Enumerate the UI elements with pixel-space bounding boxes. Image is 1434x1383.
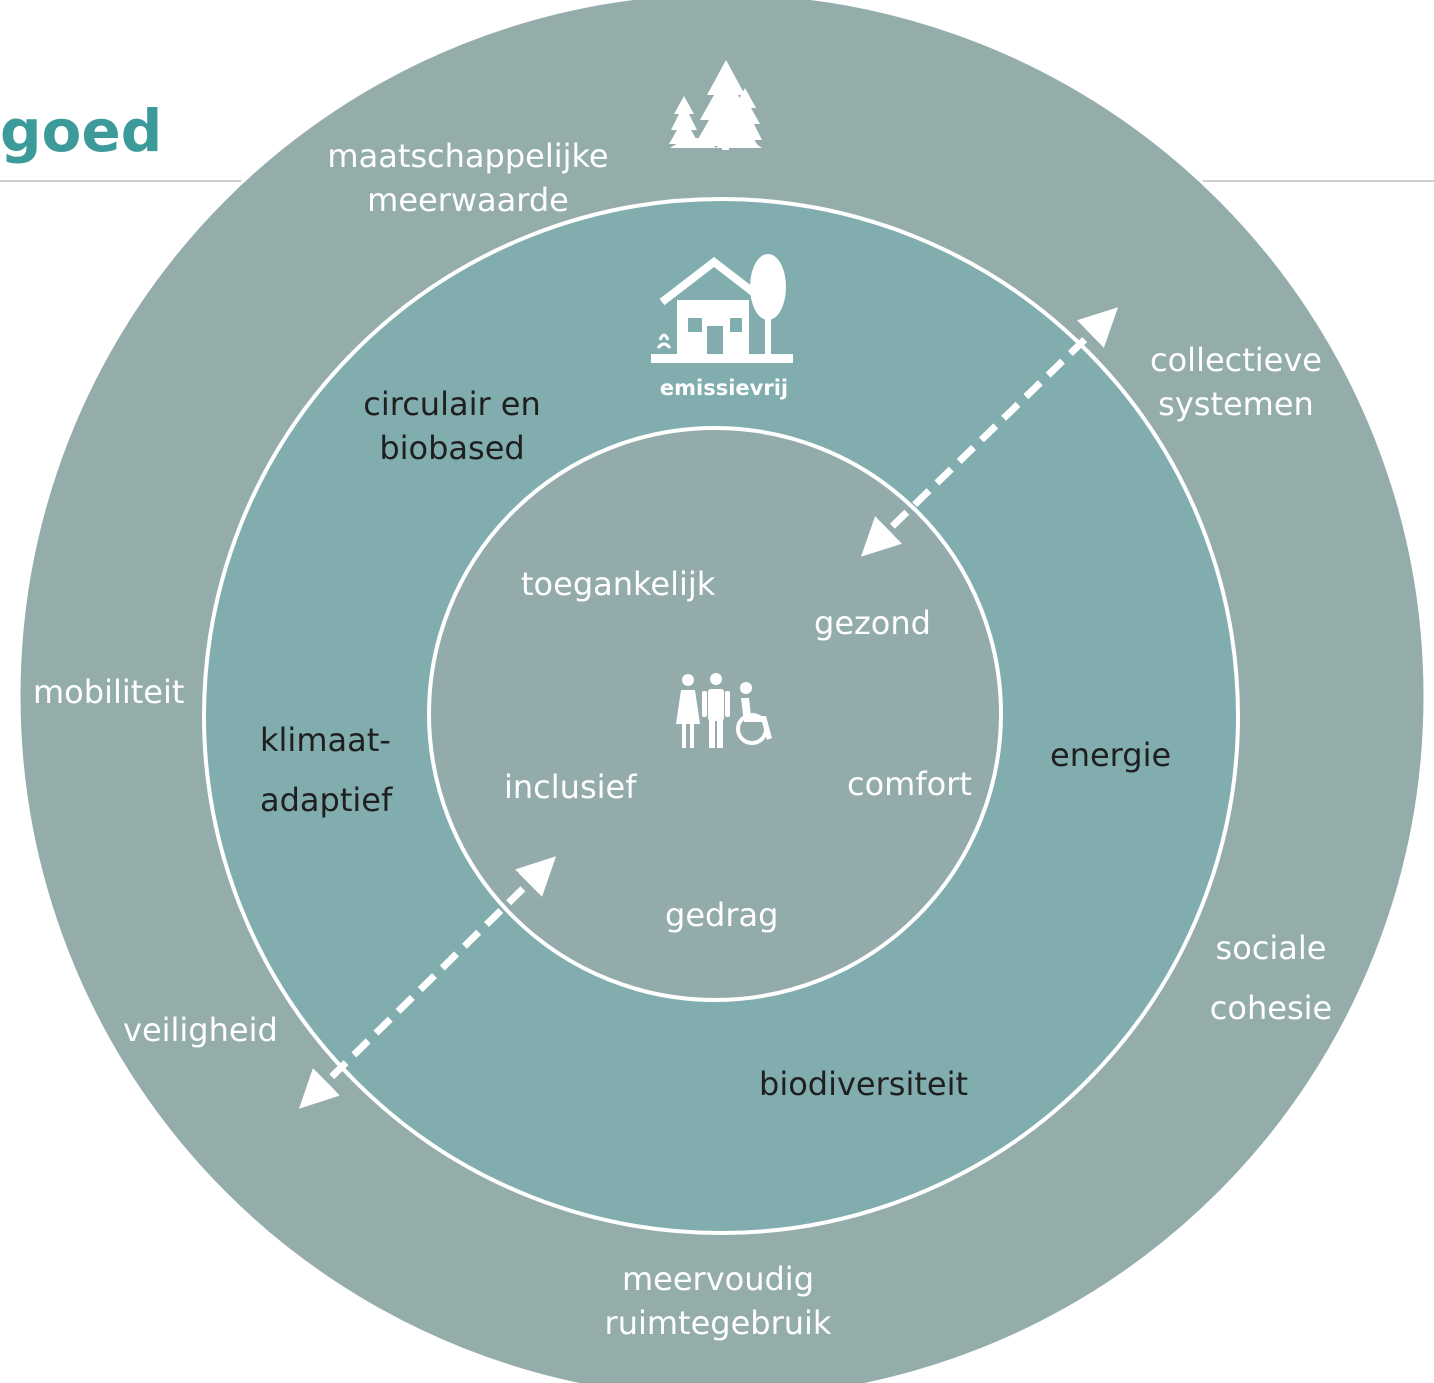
label-line: systemen (1158, 385, 1314, 423)
label-sociale-cohesie: sociale cohesie (1210, 918, 1332, 1038)
label-line: adaptief (260, 781, 393, 819)
label-gezond: gezond (814, 604, 931, 642)
label-klimaat-adaptief: klimaat- adaptief (260, 710, 392, 830)
label-mobiliteit: mobiliteit (33, 673, 185, 711)
label-line: meervoudig (621, 1260, 814, 1298)
label-line: collectieve (1150, 341, 1322, 379)
page-title: goed (0, 97, 163, 165)
label-inclusief: inclusief (504, 768, 637, 806)
label-energie: energie (1050, 736, 1172, 774)
arrow-outer-to-inner (860, 307, 1119, 557)
label-veiligheid: veiligheid (123, 1011, 278, 1049)
arrow-inner-to-outer (299, 856, 556, 1109)
label-comfort: comfort (847, 765, 972, 803)
label-circulair-en-biobased: circulair en biobased (363, 382, 541, 470)
label-toegankelijk: toegankelijk (521, 565, 716, 603)
label-line: cohesie (1209, 989, 1333, 1027)
trees-icon (669, 60, 762, 150)
label-line: sociale (1215, 929, 1327, 967)
label-meervoudig-ruimtegebruik: meervoudig ruimtegebruik (605, 1257, 832, 1345)
people-wheelchair-icon (676, 673, 772, 748)
label-line: klimaat- (260, 721, 391, 759)
label-line: circulair en (363, 385, 541, 423)
label-line: maatschappelijke (327, 137, 609, 175)
label-line: biobased (379, 429, 525, 467)
house-tree-icon (651, 254, 793, 363)
label-gedrag: gedrag (665, 896, 779, 934)
label-maatschappelijke-meerwaarde: maatschappelijke meerwaarde (327, 134, 608, 222)
label-line: meerwaarde (367, 181, 569, 219)
label-collectieve-systemen: collectieve systemen (1150, 338, 1322, 426)
emissievrij-badge: emissievrij (659, 376, 789, 400)
label-line: ruimtegebruik (604, 1304, 832, 1342)
label-biodiversiteit: biodiversiteit (759, 1065, 968, 1103)
